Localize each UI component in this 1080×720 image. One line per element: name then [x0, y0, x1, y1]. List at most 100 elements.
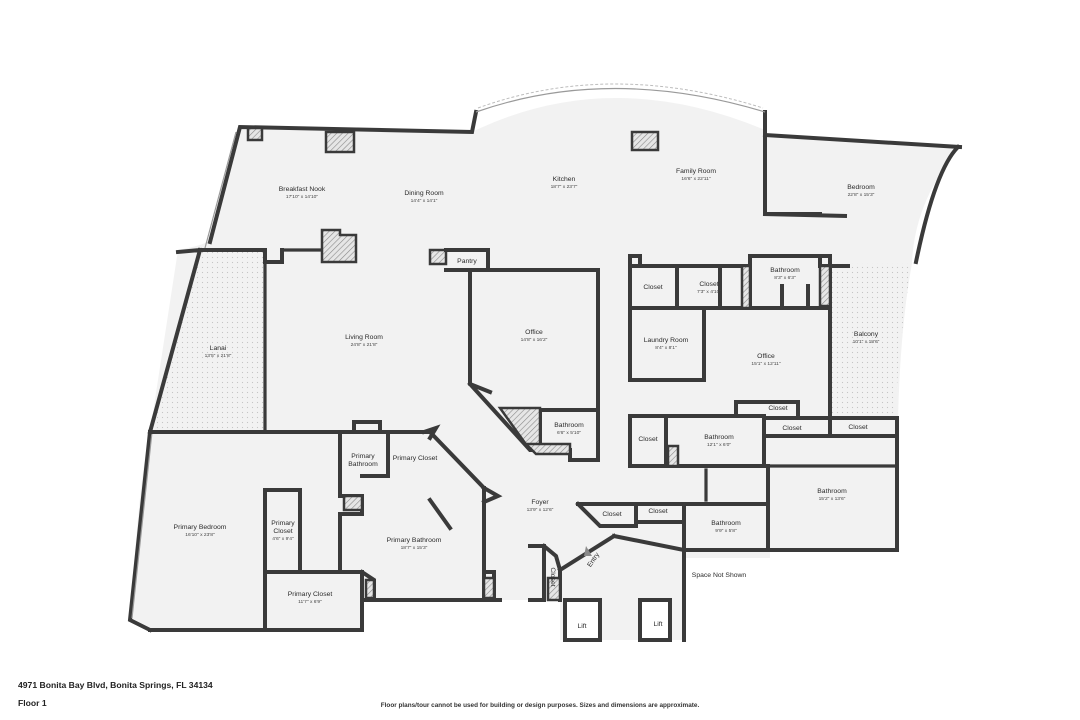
lift-a-label: Lift: [577, 623, 586, 630]
breakfast-nook-dim: 17'10" x 14'10": [286, 194, 319, 200]
pantry-label: Pantry: [457, 258, 477, 265]
dining-room-label: Dining Room: [404, 190, 444, 197]
primary-closet-left-label: Primary: [271, 520, 295, 527]
primary-closet-column: [364, 578, 376, 600]
living-room-dim: 24'8" x 21'8": [351, 342, 378, 348]
closet-e-label: Closet: [782, 425, 801, 432]
family-room-label: Family Room: [676, 168, 716, 175]
primary-closet-left-wall: [263, 488, 302, 574]
primary-bathroom-dim: 18'7" x 15'3": [401, 545, 428, 551]
lanai-label: Lanai: [210, 345, 227, 352]
closet-d-label: Closet: [638, 436, 657, 443]
bottom-wall-primary: [148, 570, 364, 632]
left-wall-primary: [127, 429, 153, 633]
bath-mid-column: [666, 444, 680, 468]
closet-g-label: Closet: [602, 511, 621, 518]
bathroom-top-label: Bathroom: [770, 267, 800, 274]
lanai-dim: 13'5" x 21'8": [205, 353, 232, 359]
column-4: [630, 130, 660, 152]
bathroom-right-label: Bathroom: [817, 488, 847, 495]
primary-bath-diag-1: [427, 497, 453, 531]
primary-bath-marker-1: [352, 420, 382, 434]
bath-column-1: [740, 264, 752, 310]
primary-bedroom-dim: 16'10" x 23'8": [185, 532, 215, 538]
primary-closet-bottom-dim: 11'7" x 6'9": [298, 599, 322, 605]
address-text: 4971 Bonita Bay Blvd, Bonita Springs, FL…: [18, 680, 213, 690]
office-right-dim: 15'1" x 12'11": [751, 361, 780, 367]
lanai-area: [150, 250, 265, 432]
primary-bath-right-notch: [481, 485, 503, 505]
outer-wall-top-left: [207, 109, 479, 245]
primary-bedroom-label: Primary Bedroom: [174, 524, 227, 531]
living-room-label: Living Room: [345, 334, 383, 341]
kitchen-window-curve: [475, 87, 766, 113]
bedroom-top-wall: [762, 132, 963, 150]
primary-bathroom-small-label-2: Bathroom: [348, 461, 378, 468]
primary-bath-column: [342, 494, 364, 512]
lanai-glass: [131, 431, 153, 619]
primary-bath-diag-2: [421, 424, 441, 441]
office-right-bottom: [628, 400, 800, 468]
entry-column: [546, 576, 562, 602]
closet-c-label: Closet: [768, 405, 787, 412]
kitchen-dim: 18'7" x 23'7": [551, 184, 578, 190]
right-wall-bath: [768, 418, 899, 552]
bathroom-mid-label: Bathroom: [704, 434, 734, 441]
primary-closet-bottom-label: Primary Closet: [288, 591, 333, 598]
bath-column-2: [818, 264, 832, 308]
bedroom-right-wall: [913, 144, 961, 265]
disclaimer-text: Floor plans/tour cannot be used for buil…: [380, 702, 700, 709]
bathroom-right-dim: 15'2" x 13'6": [819, 496, 846, 502]
column-1: [324, 130, 356, 154]
closet-b-label: Closet: [699, 281, 718, 288]
living-room-divider: [280, 248, 322, 264]
column-3: [320, 228, 358, 264]
closet-i-label: Closet: [549, 567, 556, 586]
entry-arrow-icon: [584, 546, 592, 556]
dining-room-dim: 14'4" x 14'1": [411, 198, 438, 204]
column-5: [428, 248, 448, 266]
laundry-wall: [628, 306, 706, 382]
foyer-label: Foyer: [531, 499, 549, 506]
kitchen-label: Kitchen: [553, 176, 576, 183]
closet-a-label: Closet: [643, 284, 662, 291]
office-right-label: Office: [757, 353, 775, 360]
bedroom-bottom-wall: [762, 211, 848, 219]
primary-bath-right-column: [482, 576, 496, 600]
primary-closet-top-label: Primary Closet: [393, 455, 438, 462]
bathroom-lower-dim: 9'9" x 5'8": [715, 528, 737, 534]
breakfast-nook-label: Breakfast Nook: [279, 186, 326, 193]
floor-label: Floor 1: [18, 698, 47, 708]
bath-right-divider: [704, 464, 899, 502]
bathroom-office-label: Bathroom: [554, 422, 584, 429]
closet-row-right: [762, 416, 899, 438]
primary-closet-left-label-2: Closet: [273, 528, 292, 535]
closet-f-label: Closet: [848, 424, 867, 431]
laundry-room-dim: 8'4" x 8'1": [655, 345, 677, 351]
bedroom-label: Bedroom: [847, 184, 875, 191]
bedroom-dim: 22'8" x 15'3": [848, 192, 875, 198]
balcony-label: Balcony: [854, 331, 879, 338]
kitchen-window-curve-outer: [477, 83, 764, 109]
bathroom-mid-dim: 12'1" x 6'0": [707, 442, 731, 448]
lift-b-label: Lift: [653, 621, 662, 628]
lift-walls: [563, 598, 672, 642]
space-not-shown-label: Space Not Shown: [692, 572, 747, 579]
laundry-room-label: Laundry Room: [644, 337, 689, 344]
office-mid-label: Office: [525, 329, 543, 336]
bathroom-office-dim: 6'6" x 5'10": [557, 430, 581, 436]
primary-bathroom-label: Primary Bathroom: [387, 537, 442, 544]
bathroom-lower-label: Bathroom: [711, 520, 741, 527]
room-labels: Kitchen 18'7" x 23'7" Family Room 16'6" …: [174, 168, 880, 630]
primary-bathroom-small-label: Primary: [351, 453, 375, 460]
bathroom-top-dim: 8'3" x 6'3": [774, 275, 796, 281]
family-room-dim: 16'6" x 22'11": [681, 176, 710, 182]
foyer-dim: 13'9" x 12'6": [527, 507, 554, 513]
balcony-area: [830, 263, 912, 418]
closet-h-label: Closet: [648, 508, 667, 515]
office-mid-dim: 14'8" x 16'2": [521, 337, 548, 343]
balcony-dim: 10'1" x 18'6": [853, 339, 880, 345]
primary-closet-left-dim: 4'6" x 9'4": [272, 536, 294, 542]
closet-b-dim: 7'3" x 4'10": [697, 289, 721, 295]
